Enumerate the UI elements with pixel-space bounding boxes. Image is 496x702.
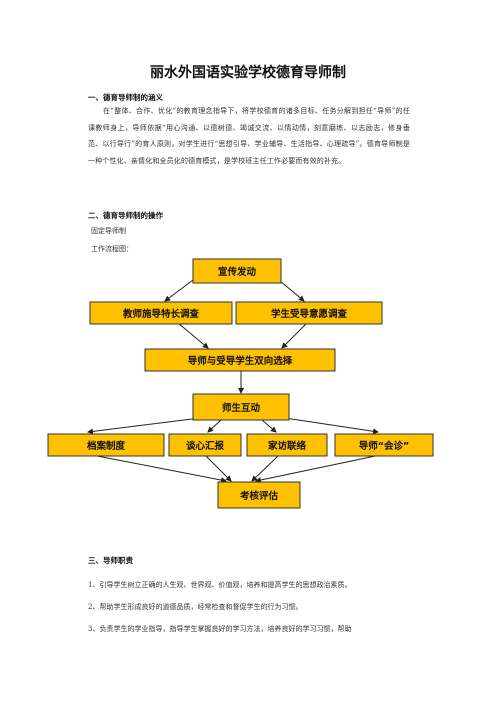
section2-heading: 二、德育导师制的操作 [88, 211, 163, 220]
box-archive: 档案制度 [47, 433, 165, 457]
workflow-label: 工作流程图： [91, 245, 133, 253]
box-assessment-label: 考核评估 [240, 490, 279, 502]
box-talk-report-label: 谈心汇报 [186, 440, 225, 452]
box-teacher-survey-label: 教师施导特长调查 [122, 308, 200, 320]
box-archive-label: 档案制度 [87, 440, 126, 452]
box-assessment: 考核评估 [217, 481, 301, 509]
box-teacher-survey: 教师施导特长调查 [89, 301, 233, 325]
box-consult-label: 导师“会诊” [359, 440, 410, 452]
box-publicity-label: 宣传发动 [218, 266, 257, 278]
section1-paragraph: 在“整体、合作、优化”的教育理念指导下，将学校德育的诸多目标、任务分解到担任“导… [88, 107, 410, 165]
duty-item-1: 1、引导学生树立正确的人生观、世界观、价值观，培养和提高学生的思想政治素质。 [88, 581, 352, 589]
section1-heading: 一、德育导师制的涵义 [88, 93, 163, 102]
box-home-visit-label: 家访联络 [268, 440, 307, 452]
duty-item-3: 3、负责学生的学业指导，指导学生掌握良好的学习方法，培养良好的学习习惯，帮助 [88, 625, 352, 633]
box-mutual-select: 导师与受导学生双向选择 [144, 348, 336, 372]
box-consult: 导师“会诊” [334, 433, 434, 457]
box-mutual-select-label: 导师与受导学生双向选择 [188, 355, 293, 367]
box-talk-report: 谈心汇报 [168, 433, 242, 457]
box-publicity: 宣传发动 [192, 258, 282, 284]
section3-heading: 三、导师职责 [88, 556, 133, 565]
box-interaction-label: 师生互动 [222, 402, 261, 414]
page-title: 丽水外国语实验学校德育导师制 [150, 65, 346, 81]
box-interaction: 师生互动 [192, 393, 290, 421]
box-student-survey: 学生受导意愿调查 [235, 301, 383, 325]
box-home-visit: 家访联络 [246, 433, 328, 457]
box-student-survey-label: 学生受导意愿调查 [271, 308, 348, 320]
fixed-mentor-label: 固定导师制 [91, 227, 126, 235]
duty-item-2: 2、帮助学生形成良好的道德品质，经常检查和督促学生的行为习惯。 [88, 603, 303, 611]
